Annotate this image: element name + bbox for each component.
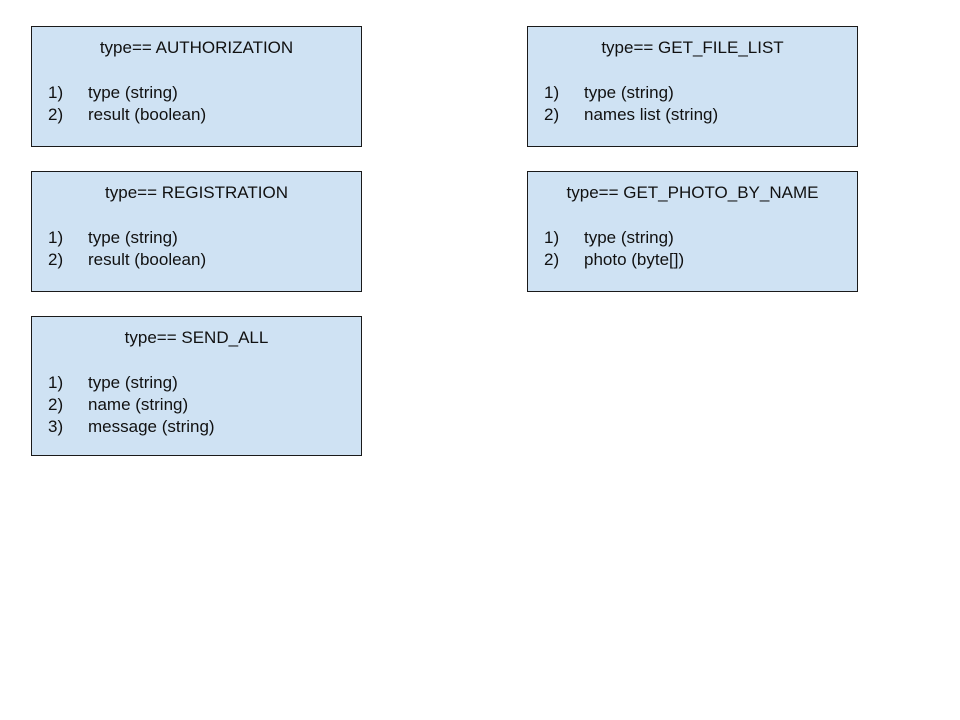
field-number: 1) — [48, 83, 64, 102]
box-title: type== REGISTRATION — [105, 183, 288, 202]
field-number: 2) — [544, 105, 560, 124]
field-item: 1) type (string) — [48, 82, 206, 104]
field-list: 1) type (string) 2) result (boolean) — [48, 227, 206, 271]
field-number: 1) — [544, 83, 560, 102]
field-number: 2) — [48, 250, 64, 269]
field-list: 1) type (string) 2) name (string) 3) mes… — [48, 372, 215, 438]
field-text: name (string) — [88, 395, 189, 414]
field-list: 1) type (string) 2) names list (string) — [544, 82, 718, 126]
field-text: result (boolean) — [88, 105, 207, 124]
field-list: 1) type (string) 2) result (boolean) — [48, 82, 206, 126]
box-title: type== GET_PHOTO_BY_NAME — [566, 183, 819, 202]
field-text: type (string) — [584, 228, 674, 247]
field-item: 2) result (boolean) — [48, 249, 206, 271]
field-number: 2) — [48, 395, 64, 414]
field-number: 3) — [48, 417, 64, 436]
field-text: result (boolean) — [88, 250, 207, 269]
field-number: 1) — [48, 373, 64, 392]
field-list: 1) type (string) 2) photo (byte[]) — [544, 227, 684, 271]
field-item: 1) type (string) — [544, 82, 718, 104]
field-text: type (string) — [88, 228, 178, 247]
field-number: 1) — [48, 228, 64, 247]
message-box-registration: type== REGISTRATION 1) type (string) 2) … — [31, 171, 362, 292]
message-box-get-file-list: type== GET_FILE_LIST 1) type (string) 2)… — [527, 26, 858, 147]
field-item: 1) type (string) — [48, 372, 215, 394]
message-box-authorization: type== AUTHORIZATION 1) type (string) 2)… — [31, 26, 362, 147]
field-text: names list (string) — [584, 105, 719, 124]
field-number: 1) — [544, 228, 560, 247]
field-text: type (string) — [584, 83, 674, 102]
message-box-get-photo-by-name: type== GET_PHOTO_BY_NAME 1) type (string… — [527, 171, 858, 292]
field-item: 2) result (boolean) — [48, 104, 206, 126]
field-item: 2) photo (byte[]) — [544, 249, 684, 271]
field-text: type (string) — [88, 373, 178, 392]
field-text: message (string) — [88, 417, 215, 436]
field-item: 3) message (string) — [48, 416, 215, 438]
field-item: 1) type (string) — [544, 227, 684, 249]
field-item: 2) name (string) — [48, 394, 215, 416]
field-item: 2) names list (string) — [544, 104, 718, 126]
box-title: type== GET_FILE_LIST — [601, 38, 784, 57]
field-item: 1) type (string) — [48, 227, 206, 249]
message-box-send-all: type== SEND_ALL 1) type (string) 2) name… — [31, 316, 362, 456]
field-text: photo (byte[]) — [584, 250, 685, 269]
field-text: type (string) — [88, 83, 178, 102]
box-title: type== SEND_ALL — [124, 328, 269, 347]
field-number: 2) — [48, 105, 64, 124]
field-number: 2) — [544, 250, 560, 269]
box-title: type== AUTHORIZATION — [99, 38, 294, 57]
